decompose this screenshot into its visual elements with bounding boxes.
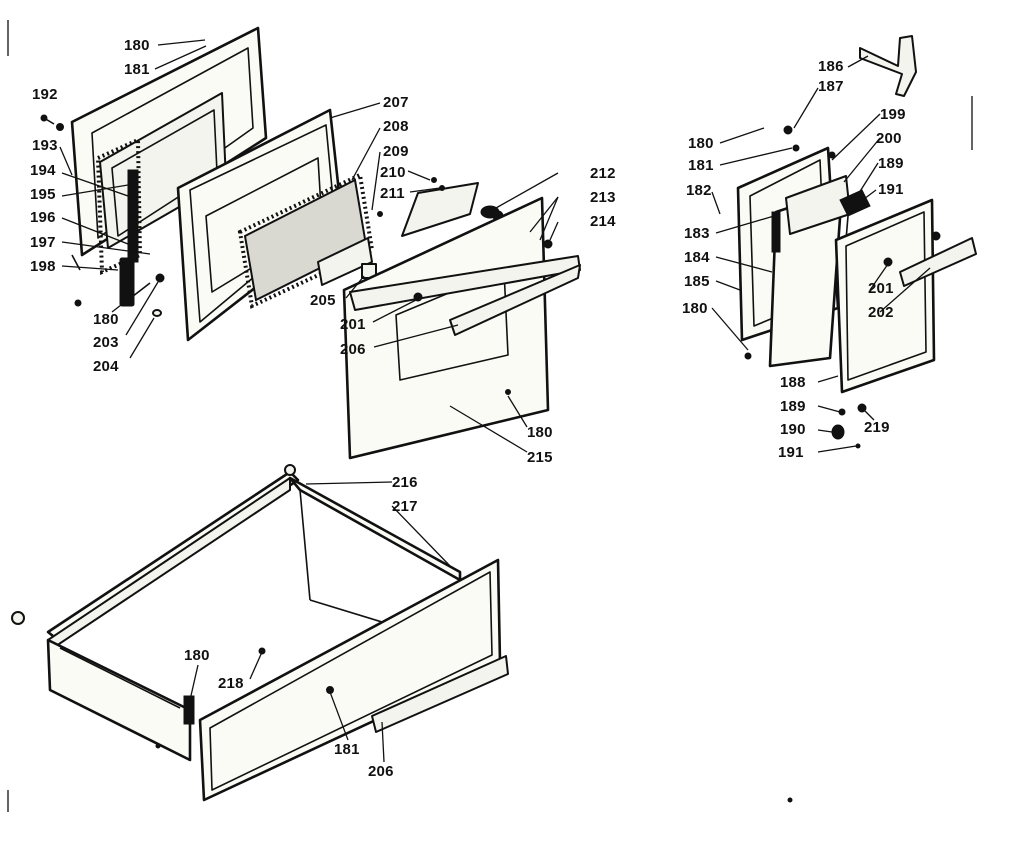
- callout-210: 210: [380, 164, 406, 181]
- callout-204: 204: [93, 358, 119, 375]
- callout-180: 180: [124, 37, 150, 54]
- callout-180: 180: [93, 311, 119, 328]
- callout-212: 212: [590, 165, 616, 182]
- callout-215: 215: [527, 449, 553, 466]
- callout-191: 191: [878, 181, 904, 198]
- upper-door-insulation: [768, 175, 851, 368]
- callout-201: 201: [868, 280, 894, 297]
- callout-186: 186: [818, 58, 844, 75]
- callout-183: 183: [684, 225, 710, 242]
- callout-199: 199: [880, 106, 906, 123]
- callout-184: 184: [684, 249, 710, 266]
- callout-189: 189: [780, 398, 806, 415]
- callout-197: 197: [30, 234, 56, 251]
- callout-203: 203: [93, 334, 119, 351]
- callout-211: 211: [380, 185, 405, 202]
- callout-187: 187: [818, 78, 844, 95]
- callout-191: 191: [778, 444, 804, 461]
- oven-door-hinge-parts: [40, 114, 165, 317]
- callout-216: 216: [392, 474, 418, 491]
- callout-194: 194: [30, 162, 56, 179]
- callout-207: 207: [383, 94, 409, 111]
- callout-181: 181: [124, 61, 150, 78]
- callout-189: 189: [878, 155, 904, 172]
- storage-drawer-body: [11, 464, 491, 762]
- callout-205: 205: [310, 292, 336, 309]
- callout-180: 180: [184, 647, 210, 664]
- callout-217: 217: [392, 498, 418, 515]
- callout-196: 196: [30, 209, 56, 226]
- callout-206: 206: [368, 763, 394, 780]
- callout-213: 213: [590, 189, 616, 206]
- callout-180: 180: [527, 424, 553, 441]
- callout-206: 206: [340, 341, 366, 358]
- callout-181: 181: [334, 741, 360, 758]
- callout-202: 202: [868, 304, 894, 321]
- callout-188: 188: [780, 374, 806, 391]
- callout-198: 198: [30, 258, 56, 275]
- callout-209: 209: [383, 143, 409, 160]
- callout-190: 190: [780, 421, 806, 438]
- callout-193: 193: [32, 137, 58, 154]
- storage-drawer-front-panel: [155, 558, 509, 802]
- callout-192: 192: [32, 86, 58, 103]
- oven-door-outer-panel: [342, 196, 581, 460]
- callout-208: 208: [383, 118, 409, 135]
- leader-lines: [59, 39, 931, 763]
- upper-door-hinge-bottom: [831, 403, 867, 449]
- callout-185: 185: [684, 273, 710, 290]
- callout-218: 218: [218, 675, 244, 692]
- callout-181: 181: [688, 157, 714, 174]
- callout-200: 200: [876, 130, 902, 147]
- stray-dot: [787, 797, 793, 803]
- callout-180: 180: [688, 135, 714, 152]
- callout-201: 201: [340, 316, 366, 333]
- callout-219: 219: [864, 419, 890, 436]
- callout-180: 180: [682, 300, 708, 317]
- upper-door-handle-clip: [859, 35, 917, 97]
- upper-door-outer-panel: [834, 198, 977, 394]
- callout-195: 195: [30, 186, 56, 203]
- callout-214: 214: [590, 213, 616, 230]
- callout-182: 182: [686, 182, 712, 199]
